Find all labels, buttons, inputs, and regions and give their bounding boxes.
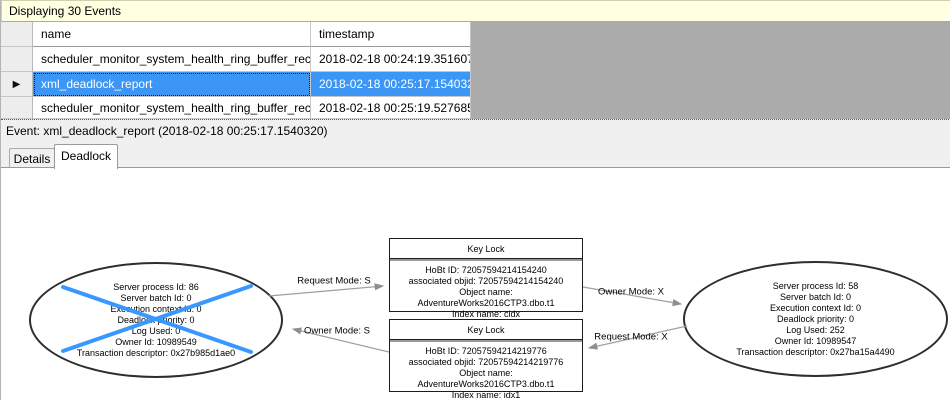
resource-node-keylock[interactable]: Key Lock HoBt ID: 72057594214219776 asso…: [389, 319, 583, 400]
cell-name[interactable]: xml_deadlock_report: [33, 72, 311, 97]
resource-detail-line: associated objid: 72057594214219776: [408, 357, 564, 367]
current-row-arrow-icon: ▶: [12, 78, 21, 90]
row-selector-header: [1, 22, 33, 47]
process-detail-line: Owner Id: 10989549: [115, 336, 197, 347]
row-selector-cell[interactable]: [1, 47, 33, 72]
row-selector-cell[interactable]: ▶: [1, 72, 33, 97]
process-detail-line: Log Used: 0: [131, 325, 181, 336]
edge-request-s-arrow: [268, 283, 385, 297]
tab-details[interactable]: Details: [9, 148, 55, 168]
deadlock-graph-pane: Server process Id: 86 Server batch Id: 0…: [1, 167, 950, 400]
process-detail-line: Server process Id: 86: [113, 281, 199, 292]
cell-timestamp[interactable]: 2018-02-18 00:24:19.3516078: [311, 47, 471, 72]
process-detail-line: Server batch Id: 0: [120, 292, 192, 303]
cell-timestamp[interactable]: 2018-02-18 00:25:19.5276859: [311, 97, 471, 119]
process-detail-line: Deadlock priority: 0: [117, 314, 195, 325]
process-node[interactable]: Server process Id: 58 Server batch Id: 0…: [683, 261, 948, 377]
table-row[interactable]: scheduler_monitor_system_health_ring_buf…: [1, 97, 471, 119]
process-node-victim[interactable]: Server process Id: 86 Server batch Id: 0…: [29, 262, 283, 378]
column-header-name[interactable]: name: [33, 22, 311, 47]
resource-detail-line: associated objid: 72057594214154240: [408, 276, 564, 286]
process-detail-line: Transaction descriptor: 0x27ba15a4490: [736, 346, 895, 357]
edge-label-owner-mode-x: Owner Mode: X: [598, 286, 664, 298]
tab-deadlock[interactable]: Deadlock: [54, 144, 118, 169]
resource-detail-line: HoBt ID: 72057594214219776: [425, 346, 547, 356]
process-detail-line: Transaction descriptor: 0x27b985d1ae0: [76, 347, 236, 358]
process-detail-line: Owner Id: 10989547: [774, 335, 857, 346]
cell-name[interactable]: scheduler_monitor_system_health_ring_buf…: [33, 47, 311, 72]
column-header-timestamp[interactable]: timestamp: [311, 22, 471, 47]
process-detail-line: Execution context Id: 0: [110, 303, 202, 314]
grid-header-row: name timestamp: [1, 22, 471, 47]
table-row-selected[interactable]: ▶ xml_deadlock_report 2018-02-18 00:25:1…: [1, 72, 471, 97]
process-detail-line: Server process Id: 58: [772, 280, 859, 291]
table-row[interactable]: scheduler_monitor_system_health_ring_buf…: [1, 47, 471, 72]
process-detail-line: Server batch Id: 0: [779, 291, 852, 302]
cell-name[interactable]: scheduler_monitor_system_health_ring_buf…: [33, 97, 311, 119]
detail-tabstrip: Details Deadlock: [1, 142, 950, 169]
process-detail-line: Deadlock priority: 0: [776, 313, 855, 324]
process-detail-line: Log Used: 252: [786, 324, 845, 335]
edge-label-owner-mode-s: Owner Mode: S: [304, 325, 370, 337]
resource-title-separator: [390, 340, 582, 342]
resource-detail-line: Index name: cidx: [451, 309, 521, 319]
selected-event-caption: Event: xml_deadlock_report (2018-02-18 0…: [1, 119, 950, 142]
resource-detail-line: Object name: AdventureWorks2016CTP3.dbo.…: [417, 287, 555, 308]
resource-node-keylock[interactable]: Key Lock HoBt ID: 72057594214154240 asso…: [389, 238, 583, 319]
resource-title: Key Lock: [390, 320, 582, 340]
resource-title-separator: [390, 259, 582, 261]
events-count-banner: Displaying 30 Events: [1, 0, 950, 22]
process-detail-line: Execution context Id: 0: [769, 302, 862, 313]
resource-title: Key Lock: [390, 239, 582, 259]
resource-detail-line: HoBt ID: 72057594214154240: [425, 265, 547, 275]
events-grid: name timestamp scheduler_monitor_system_…: [1, 22, 950, 119]
resource-detail-line: Index name: idx1: [451, 390, 521, 400]
edge-label-request-mode-s: Request Mode: S: [297, 275, 371, 287]
resource-detail-line: Object name: AdventureWorks2016CTP3.dbo.…: [417, 368, 555, 389]
row-selector-cell[interactable]: [1, 97, 33, 119]
edge-label-request-mode-x: Request Mode: X: [594, 331, 668, 343]
cell-timestamp[interactable]: 2018-02-18 00:25:17.1540320: [311, 72, 471, 97]
